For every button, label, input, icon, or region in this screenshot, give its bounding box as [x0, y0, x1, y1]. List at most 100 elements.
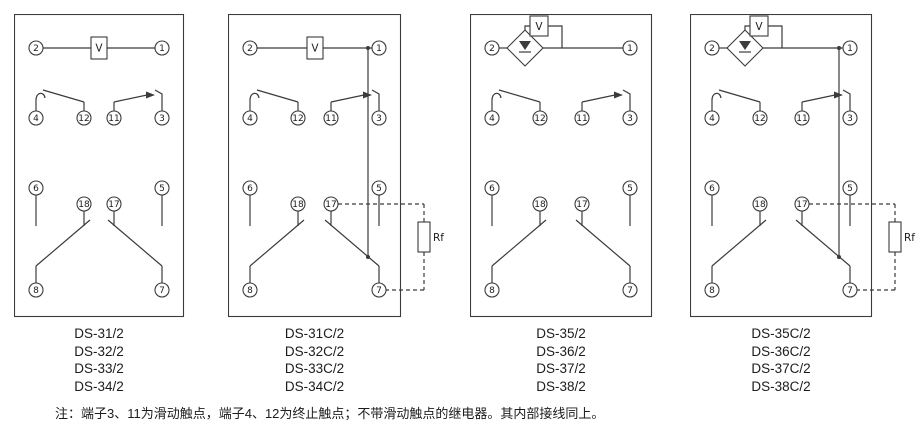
terminal-5-label: 5	[376, 184, 382, 194]
relay-case-outline	[690, 14, 873, 318]
rf-resistor-label: Rf	[433, 232, 444, 244]
terminal-7	[371, 282, 387, 298]
footnote: 注：端子3、11为滑动触点，端子4、12为终止触点；不带滑动触点的继电器。其内部…	[55, 406, 605, 421]
terminal-17	[106, 196, 122, 212]
terminal-5	[154, 180, 170, 196]
model-label: DS-38C/2	[751, 378, 811, 394]
terminal-3	[622, 110, 638, 126]
coil-to-wire-link	[768, 25, 783, 48]
end-contact-hook	[711, 92, 722, 101]
terminal-17-label: 17	[108, 200, 119, 210]
terminal-12	[532, 110, 548, 126]
terminal-1	[371, 40, 387, 56]
terminal-3	[842, 110, 858, 126]
terminal-11	[106, 110, 122, 126]
terminal-7	[622, 282, 638, 298]
terminal-8	[484, 282, 500, 298]
terminal-12	[290, 110, 306, 126]
terminal-8-label: 8	[709, 286, 715, 296]
model-label: DS-35C/2	[751, 326, 811, 341]
moving-contact-arrow	[146, 91, 155, 99]
terminal-3-label: 3	[847, 114, 853, 124]
terminal-2-label: 2	[247, 44, 253, 54]
terminal-12-label: 12	[754, 114, 765, 124]
model-list-2: DS-31C/2 DS-32C/2 DS-33C/2 DS-34C/2	[228, 325, 401, 395]
bridge-to-coil-wire	[744, 25, 750, 30]
terminal-18-label: 18	[78, 200, 90, 210]
contact-blade	[575, 219, 631, 267]
contact-blade	[498, 89, 541, 103]
terminal-5	[622, 180, 638, 196]
terminal-5	[842, 180, 858, 196]
terminal-6-label: 6	[709, 184, 715, 194]
relay-case-outline	[228, 14, 402, 318]
terminal-4-label: 4	[247, 114, 253, 124]
terminal-4-label: 4	[33, 114, 39, 124]
terminal-7-label: 7	[376, 286, 382, 296]
contact-blade	[801, 94, 836, 103]
bridge-to-coil-wire	[524, 25, 530, 30]
contact-blade	[330, 94, 365, 103]
terminal-5-label: 5	[627, 184, 633, 194]
terminal-8-label: 8	[247, 286, 253, 296]
coil-to-wire-link	[548, 25, 563, 48]
terminal-4	[484, 110, 500, 126]
terminal-1	[622, 40, 638, 56]
contact-blade	[113, 94, 148, 103]
terminal-1-label: 1	[376, 44, 382, 54]
bridge-diode-icon	[519, 41, 531, 50]
terminal-5-label: 5	[847, 184, 853, 194]
terminal-17-label: 17	[796, 200, 807, 210]
terminal-18	[76, 196, 92, 212]
terminal-12	[752, 110, 768, 126]
terminal-4	[242, 110, 258, 126]
model-label: DS-33/2	[74, 361, 124, 376]
terminal-18	[290, 196, 306, 212]
sliding-contact-stem	[622, 89, 631, 111]
terminal-3	[371, 110, 387, 126]
terminal-2-label: 2	[489, 44, 495, 54]
terminal-4-label: 4	[489, 114, 495, 124]
terminal-3-label: 3	[159, 114, 165, 124]
terminal-1-label: 1	[159, 44, 165, 54]
sliding-contact-stem	[154, 89, 163, 111]
voltage-element-label: V	[95, 43, 103, 55]
contact-blade	[711, 219, 767, 267]
bridge-diode-icon	[739, 41, 751, 50]
terminal-5	[371, 180, 387, 196]
terminal-2	[242, 40, 258, 56]
terminal-12-label: 12	[534, 114, 545, 124]
terminal-1-label: 1	[627, 44, 633, 54]
voltage-element-label: V	[535, 21, 543, 33]
terminal-18	[752, 196, 768, 212]
terminal-12-label: 12	[78, 114, 89, 124]
terminal-4	[28, 110, 44, 126]
terminal-3-label: 3	[376, 114, 382, 124]
terminal-11-label: 11	[325, 114, 336, 124]
terminal-2	[484, 40, 500, 56]
terminal-2-label: 2	[709, 44, 715, 54]
model-label: DS-36/2	[536, 343, 586, 359]
terminal-11-label: 11	[796, 114, 807, 124]
terminal-18-label: 18	[292, 200, 304, 210]
rf-resistor-label: Rf	[904, 232, 915, 244]
contact-blade	[256, 89, 299, 103]
contact-blade	[581, 94, 616, 103]
sliding-contact-stem	[842, 89, 851, 111]
terminal-8	[704, 282, 720, 298]
terminal-18	[532, 196, 548, 212]
model-list-4: DS-35C/2 DS-36C/2 DS-37C/2 DS-38C/2	[690, 325, 872, 395]
model-list-1: DS-31/2 DS-32/2 DS-33/2 DS-34/2	[14, 325, 184, 395]
terminal-2-label: 2	[33, 44, 39, 54]
contact-blade	[107, 219, 163, 267]
model-label: DS-31/2	[74, 326, 124, 341]
end-contact-hook	[491, 92, 502, 101]
terminal-7	[154, 282, 170, 298]
moving-contact-arrow	[614, 91, 623, 99]
